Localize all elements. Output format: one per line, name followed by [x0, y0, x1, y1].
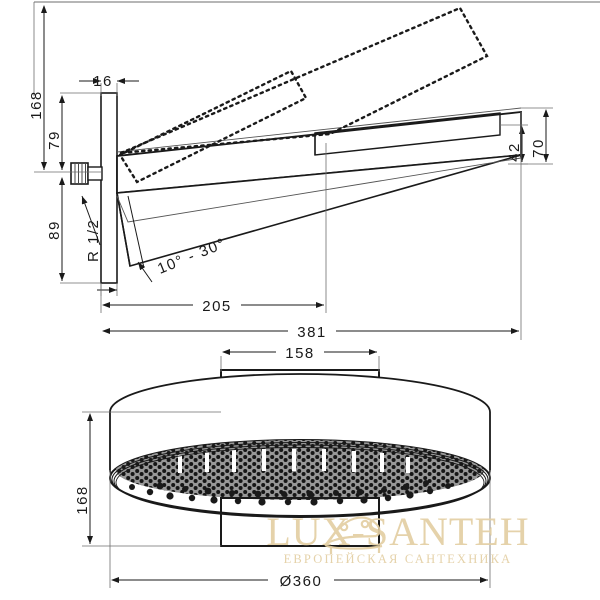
bathtub-icon [324, 516, 383, 554]
arm-alternate-position-2 [120, 6, 489, 155]
dim-height-total: 168 [28, 90, 45, 120]
watermark: LUX-SANTEH ЕВРОПЕЙСКАЯ САНТЕХНИКА [266, 509, 529, 566]
shower-arm-body [116, 107, 522, 194]
dim-head-top-width: 158 [285, 345, 315, 362]
dim-head-side-height: 168 [74, 485, 91, 515]
dim-upper-offset: 79 [46, 130, 63, 150]
front-view-dimensions: 158 168 Ø360 [74, 341, 491, 590]
dim-arm-height-inner: 42 [506, 142, 523, 162]
dim-thread: R 1/2 [85, 219, 102, 262]
wall-plate [100, 92, 118, 284]
dim-projection-total: 381 [297, 324, 327, 341]
watermark-brand: LUX-SANTEH [266, 509, 529, 554]
dim-head-diameter: Ø360 [280, 573, 323, 590]
arm-alternate-position-1 [118, 69, 308, 184]
watermark-tagline: ЕВРОПЕЙСКАЯ САНТЕХНИКА [284, 552, 513, 566]
dim-plate-thickness: 16 [93, 73, 113, 90]
thread-connector [70, 162, 103, 185]
spray-face [109, 439, 491, 518]
head-bottom-mount [220, 497, 380, 547]
side-view-dimensions: 168 79 89 R 1/2 16 70 [28, 2, 553, 341]
front-elevation-view [109, 369, 491, 547]
side-elevation-view: 10° - 30° [70, 6, 522, 284]
dim-arm-height-outer: 70 [530, 138, 547, 158]
arm-lower-wedge [116, 154, 522, 268]
dim-lower-offset: 89 [46, 220, 63, 240]
dim-projection-arm: 205 [202, 298, 232, 315]
